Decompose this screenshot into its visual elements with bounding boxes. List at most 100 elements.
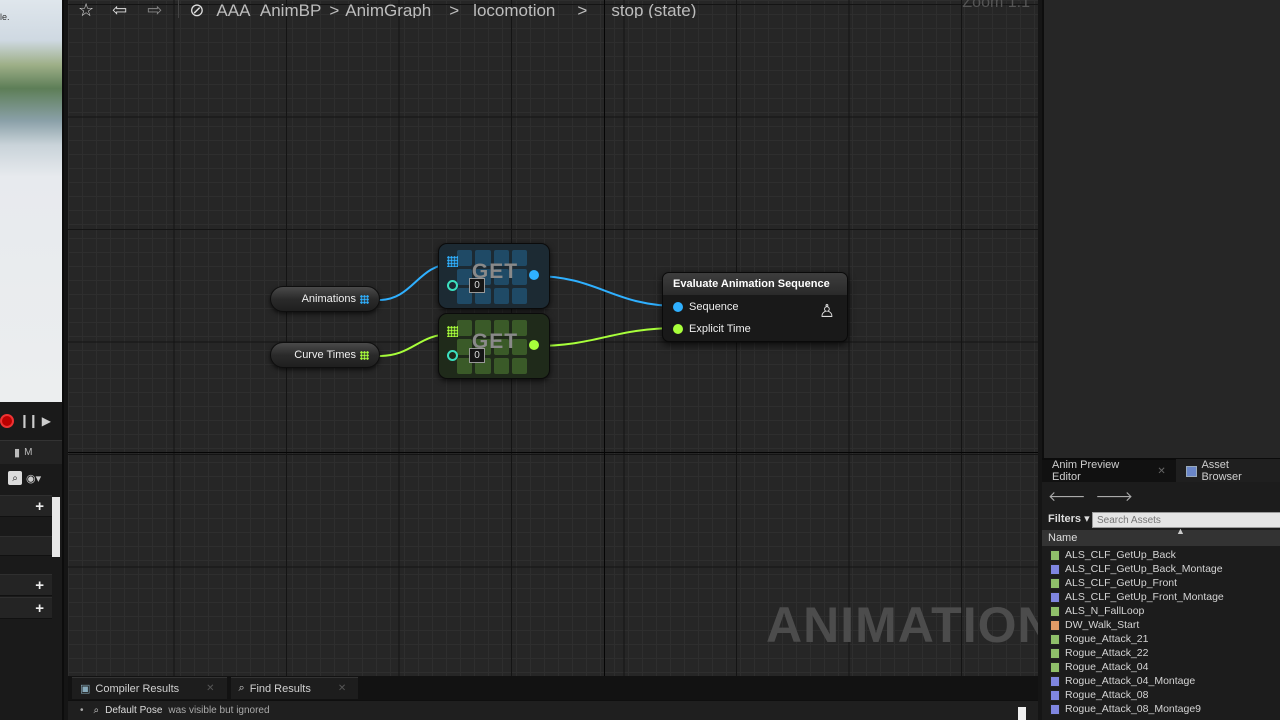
- breadcrumb-blueprint[interactable]: AAA_AnimBP: [216, 1, 322, 18]
- asset-row[interactable]: ALS_CLF_GetUp_Back: [1042, 548, 1280, 562]
- asset-row[interactable]: Rogue_Attack_04_Montage: [1042, 674, 1280, 688]
- sequence-pin-icon[interactable]: [673, 302, 683, 312]
- star-icon[interactable]: ☆: [78, 0, 95, 18]
- sort-ascending-icon: ▲: [1176, 526, 1185, 536]
- close-icon[interactable]: ✕: [337, 683, 347, 694]
- variable-label: Animations: [301, 293, 356, 305]
- index-pin-icon[interactable]: [447, 350, 458, 361]
- left-row: +: [0, 597, 52, 619]
- breadcrumb-locomotion[interactable]: locomotion: [473, 1, 556, 18]
- anim-montage-icon: [1050, 563, 1060, 575]
- tab-anim-preview-editor[interactable]: Anim Preview Editor ✕: [1042, 459, 1176, 483]
- compiler-results-icon: ▣: [80, 683, 91, 695]
- close-icon[interactable]: ✕: [1157, 465, 1166, 477]
- bottom-tab-bar: ▣ Compiler Results ✕ ⌕ Find Results ✕: [68, 676, 1038, 700]
- anim-sequence-icon: [1050, 661, 1060, 673]
- array-pin-icon[interactable]: [360, 350, 369, 360]
- back-arrow-icon[interactable]: ⇦: [112, 0, 128, 18]
- breadcrumb-separator: >: [577, 1, 588, 18]
- anim-montage-icon: [1050, 675, 1060, 687]
- viewport-preview[interactable]: le.: [0, 0, 62, 402]
- tab-asset-browser[interactable]: Asset Browser: [1175, 459, 1280, 483]
- asset-row[interactable]: ALS_N_FallLoop: [1042, 604, 1280, 618]
- anim-montage-icon: [1050, 703, 1060, 715]
- asset-name: Rogue_Attack_08_Montage9: [1065, 703, 1202, 715]
- log-node-link[interactable]: Default Pose: [105, 705, 163, 716]
- sequence-pin[interactable]: Sequence: [673, 301, 739, 313]
- anim-sequence-icon: [1050, 647, 1060, 659]
- left-row: [0, 536, 52, 556]
- forward-arrow-icon[interactable]: 🡒: [1095, 488, 1134, 504]
- right-tab-bar: Anim Preview Editor ✕ Asset Browser: [1042, 458, 1280, 483]
- pin-label: Sequence: [689, 301, 739, 313]
- explicit-time-pin[interactable]: Explicit Time: [673, 323, 751, 335]
- wire-get-to-explicit-time: [533, 327, 679, 347]
- pause-icon[interactable]: ❙❙: [19, 413, 39, 428]
- tab-find-results[interactable]: ⌕ Find Results ✕: [230, 677, 359, 699]
- record-button[interactable]: [0, 414, 14, 428]
- index-input[interactable]: 0: [469, 348, 485, 363]
- array-input-pin-icon[interactable]: [447, 256, 458, 267]
- scrollbar[interactable]: [52, 497, 60, 557]
- log-message: was visible but ignored: [168, 705, 270, 716]
- breadcrumb-state[interactable]: stop (state): [611, 1, 697, 18]
- search-assets-input[interactable]: [1092, 512, 1280, 528]
- history-nav: 🡐 🡒: [1048, 488, 1133, 505]
- explicit-time-pin-icon[interactable]: [673, 324, 683, 334]
- asset-row[interactable]: ALS_CLF_GetUp_Back_Montage: [1042, 562, 1280, 576]
- add-button[interactable]: +: [35, 600, 44, 617]
- get-node-curve-times[interactable]: GET 0: [438, 313, 550, 379]
- breadcrumb-separator: >: [329, 1, 340, 18]
- zoom-level: Zoom 1:1: [962, 0, 1030, 11]
- asset-name: ALS_CLF_GetUp_Front: [1065, 577, 1178, 589]
- asset-row[interactable]: Rogue_Attack_21: [1042, 632, 1280, 646]
- animations-variable-node[interactable]: Animations: [270, 286, 380, 312]
- asset-row[interactable]: ALS_CLF_GetUp_Front: [1042, 576, 1280, 590]
- asset-row[interactable]: DW_Walk_Start: [1042, 618, 1280, 632]
- viewport-text: le.: [0, 12, 10, 22]
- asset-name: Rogue_Attack_04: [1065, 661, 1149, 673]
- get-node-title: GET: [471, 330, 519, 353]
- back-arrow-icon[interactable]: 🡐: [1048, 488, 1086, 504]
- get-node-grid: [457, 250, 527, 304]
- breadcrumb-separator: >: [449, 1, 460, 18]
- step-forward-icon[interactable]: ▶: [41, 414, 52, 428]
- anim-sequence-icon: [1050, 577, 1060, 589]
- eye-icon[interactable]: ◉▾: [26, 472, 42, 485]
- asset-row[interactable]: ALS_CLF_GetUp_Front_Montage: [1042, 590, 1280, 604]
- log-bullet: •: [80, 705, 84, 716]
- asset-row[interactable]: Rogue_Attack_08_Montage9: [1042, 702, 1280, 716]
- asset-name: Rogue_Attack_04_Montage: [1065, 675, 1196, 687]
- array-input-pin-icon[interactable]: [447, 326, 458, 337]
- asset-row[interactable]: Rogue_Attack_22: [1042, 646, 1280, 660]
- curve-times-variable-node[interactable]: Curve Times: [270, 342, 380, 368]
- left-tab[interactable]: ▮ M: [0, 440, 62, 464]
- close-icon[interactable]: ✕: [206, 683, 215, 694]
- forward-arrow-icon[interactable]: ⇨: [147, 0, 163, 18]
- evaluate-animation-sequence-node[interactable]: Evaluate Animation Sequence Sequence Exp…: [662, 272, 848, 342]
- array-pin-icon[interactable]: [360, 294, 369, 304]
- log-scrollbar[interactable]: [1018, 707, 1026, 720]
- add-button[interactable]: +: [35, 577, 44, 594]
- animation-figure-icon: ♙: [818, 301, 835, 321]
- anim-montage-icon: [1050, 689, 1060, 701]
- output-pin-icon[interactable]: [529, 340, 539, 350]
- pin-label: Explicit Time: [689, 323, 751, 335]
- breadcrumb-animgraph[interactable]: AnimGraph: [345, 1, 432, 18]
- index-input[interactable]: 0: [469, 278, 485, 293]
- left-row: +: [0, 495, 52, 517]
- tab-compiler-results[interactable]: ▣ Compiler Results ✕: [72, 677, 227, 699]
- asset-row[interactable]: Rogue_Attack_04: [1042, 660, 1280, 674]
- add-button[interactable]: +: [35, 498, 44, 515]
- left-search-bar: ⌕ ◉▾: [0, 468, 62, 488]
- column-header-name[interactable]: Name ▲: [1042, 526, 1280, 546]
- output-pin-icon[interactable]: [529, 270, 539, 280]
- asset-row[interactable]: Rogue_Attack_08: [1042, 688, 1280, 702]
- search-icon[interactable]: ⌕: [8, 471, 22, 485]
- index-pin-icon[interactable]: [447, 280, 458, 291]
- anim-graph-canvas[interactable]: ☆ ⇦ ⇨ ⊘ AAA_AnimBP > AnimGraph > locomot…: [68, 0, 1038, 676]
- filters-button[interactable]: Filters ▾: [1048, 513, 1090, 525]
- asset-name: ALS_CLF_GetUp_Front_Montage: [1065, 591, 1224, 603]
- get-node-animations[interactable]: GET 0: [438, 243, 550, 309]
